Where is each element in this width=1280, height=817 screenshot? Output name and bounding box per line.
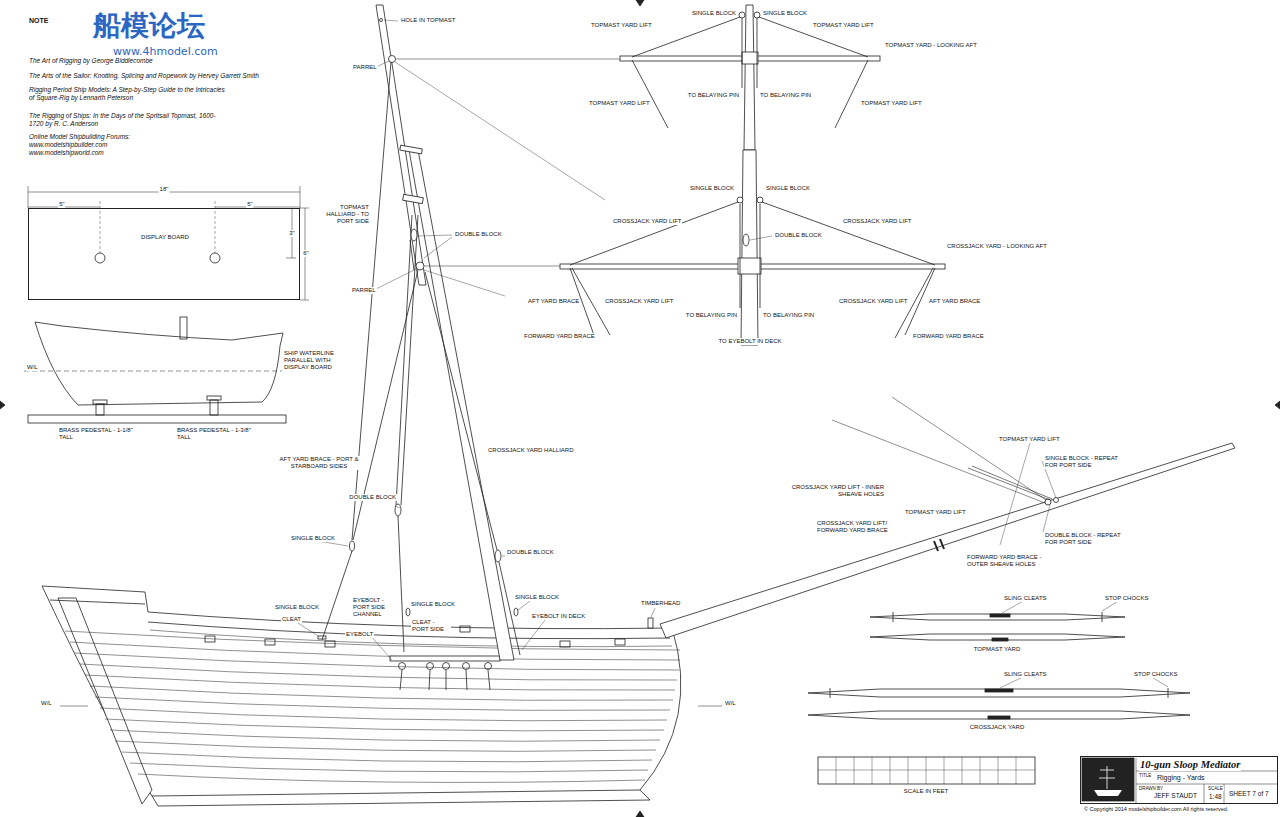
callout-label: STOP CHOCKS [1133, 671, 1178, 678]
part-title: CROSSJACK YARD [969, 724, 1025, 731]
dimension: 6" [302, 250, 309, 257]
drawing-title: 10-gun Sloop Mediator [1139, 759, 1241, 771]
sheet-title: Rigging - Yards [1156, 774, 1206, 782]
callout-label: BRASS PEDESTAL - 1-1/8" TALL [58, 427, 142, 441]
callout-label: CROSSJACK YARD LIFT/ FORWARD YARD BRACE [816, 520, 910, 534]
callout-label: SINGLE BLOCK [691, 10, 737, 17]
waterline-label: W/L [26, 364, 39, 371]
reference-note: www.modelshipbuilder.com [28, 141, 109, 149]
callout-label: SINGLE BLOCK [762, 10, 808, 17]
callout-label: TO BELAYING PIN [685, 312, 738, 319]
callout-label: SINGLE BLOCK [410, 601, 456, 608]
board-label: DISPLAY BOARD [140, 234, 190, 241]
callout-label: EYEBOLT IN DECK [531, 613, 586, 620]
dimension: 18" [159, 186, 170, 193]
dimension: 3" [288, 230, 295, 237]
watermark: 船模论坛 [92, 12, 206, 40]
reference-note: The Arts of the Sailor: Knotting, Splici… [28, 72, 260, 80]
callout-label: CROSSJACK YARD LIFT [604, 298, 674, 305]
callout-label: CROSSJACK YARD LIFT [842, 218, 912, 225]
callout-label: AFT YARD BRACE [527, 298, 580, 305]
callout-label: SINGLE BLOCK - REPEAT FOR PORT SIDE [1044, 455, 1120, 469]
callout-label: SHIP WATERLINE PARALLEL WITH DISPLAY BOA… [283, 350, 357, 372]
callout-label: FORWARD YARD BRACE - OUTER SHEAVE HOLES [966, 554, 1050, 568]
callout-label: PARREL [352, 64, 378, 71]
view-title: CROSSJACK YARD - LOOKING AFT [946, 243, 1048, 250]
callout-label: CROSSJACK YARD HALLIARD [487, 447, 574, 454]
reference-note: Online Model Shipbuilding Forums: [28, 133, 131, 141]
callout-label: TOPMAST HALLIARD - TO PORT SIDE [324, 204, 370, 226]
reference-note: The Rigging of Ships: In the Days of the… [28, 112, 230, 128]
callout-label: TO BELAYING PIN [762, 312, 815, 319]
callout-label: FORWARD YARD BRACE [523, 333, 596, 340]
watermark: www.4hmodel.com [112, 46, 219, 57]
callout-label: SINGLE BLOCK [290, 535, 336, 542]
waterline-label: W/L [724, 700, 737, 707]
callout-label: EYEBOLT - PORT SIDE CHANNEL [352, 597, 392, 619]
callout-label: SLING CLEATS [1003, 671, 1048, 678]
callout-label: SINGLE BLOCK [689, 185, 735, 192]
title-block: 10-gun Sloop MediatorTITLE Rigging - Yard… [1080, 756, 1278, 804]
callout-label: TOPMAST YARD LIFT [812, 22, 875, 29]
callout-label: CROSSJACK YARD LIFT [612, 218, 682, 225]
callout-label: CLEAT [281, 616, 302, 623]
callout-label: BRASS PEDESTAL - 1-3/8" TALL [176, 427, 260, 441]
callout-label: CROSSJACK YARD LIFT [838, 298, 908, 305]
callout-label: TOPMAST YARD LIFT [998, 436, 1061, 443]
callout-label: SINGLE BLOCK [765, 185, 811, 192]
callout-label: AFT YARD BRACE - PORT & STARBOARD SIDES [271, 456, 367, 470]
callout-label: PARREL [351, 287, 377, 294]
sheet-number: SHEET 7 of 7 [1228, 790, 1270, 797]
note-heading: NOTE [28, 17, 49, 25]
field-caption: TITLE [1138, 773, 1152, 778]
callout-label: DOUBLE BLOCK [774, 232, 823, 239]
display-board: DISPLAY BOARD [28, 208, 300, 300]
callout-label: AFT YARD BRACE [928, 298, 981, 305]
callout-label: TOPMAST YARD LIFT [860, 100, 923, 107]
callout-label: DOUBLE BLOCK [348, 494, 397, 501]
callout-label: DOUBLE BLOCK [454, 231, 503, 238]
reference-note: Rigging Period Ship Models: A Step-by-St… [28, 86, 230, 102]
author-name: JEFF STAUDT [1153, 792, 1198, 799]
callout-label: DOUBLE BLOCK - REPEAT FOR PORT SIDE [1044, 532, 1122, 546]
reference-note: www.modelshipworld.com [28, 149, 105, 157]
callout-label: EYEBOLT [345, 631, 374, 638]
callout-label: SINGLE BLOCK [274, 604, 320, 611]
part-title: TOPMAST YARD [973, 646, 1022, 653]
callout-label: TIMBERHEAD [640, 600, 681, 607]
callout-label: FORWARD YARD BRACE [912, 333, 985, 340]
callout-label: TO EYEBOLT IN DECK [717, 338, 782, 345]
copyright: © Copyright 2014 modelshipbuilder.com Al… [1083, 806, 1229, 813]
scale-value: 1:48 [1208, 793, 1223, 800]
callout-label: CROSSJACK YARD LIFT - INNER SHEAVE HOLES [787, 484, 885, 498]
callout-label: DOUBLE BLOCK [506, 549, 555, 556]
callout-label: SLING CLEATS [1003, 595, 1048, 602]
callout-label: TOPMAST YARD LIFT [590, 22, 653, 29]
callout-label: TO BELAYING PIN [687, 92, 740, 99]
reference-note: The Art of Rigging by George Biddlecombe [28, 57, 154, 65]
callout-label: CLEAT - PORT SIDE [411, 619, 451, 633]
callout-label: TO BELAYING PIN [759, 92, 812, 99]
callout-label: SINGLE BLOCK [514, 594, 560, 601]
callout-label: STOP CHOCKS [1104, 595, 1149, 602]
callout-label: TOPMAST YARD LIFT [904, 509, 967, 516]
callout-label: HOLE IN TOPMAST [400, 17, 456, 24]
field-caption: SCALE [1207, 786, 1224, 791]
callout-label: TOPMAST YARD LIFT [588, 100, 651, 107]
scale-caption: SCALE IN FEET [903, 788, 949, 795]
field-caption: DRAWN BY [1138, 786, 1164, 791]
view-title: TOPMAST YARD - LOOKING AFT [884, 42, 978, 49]
waterline-label: W/L [40, 700, 53, 707]
